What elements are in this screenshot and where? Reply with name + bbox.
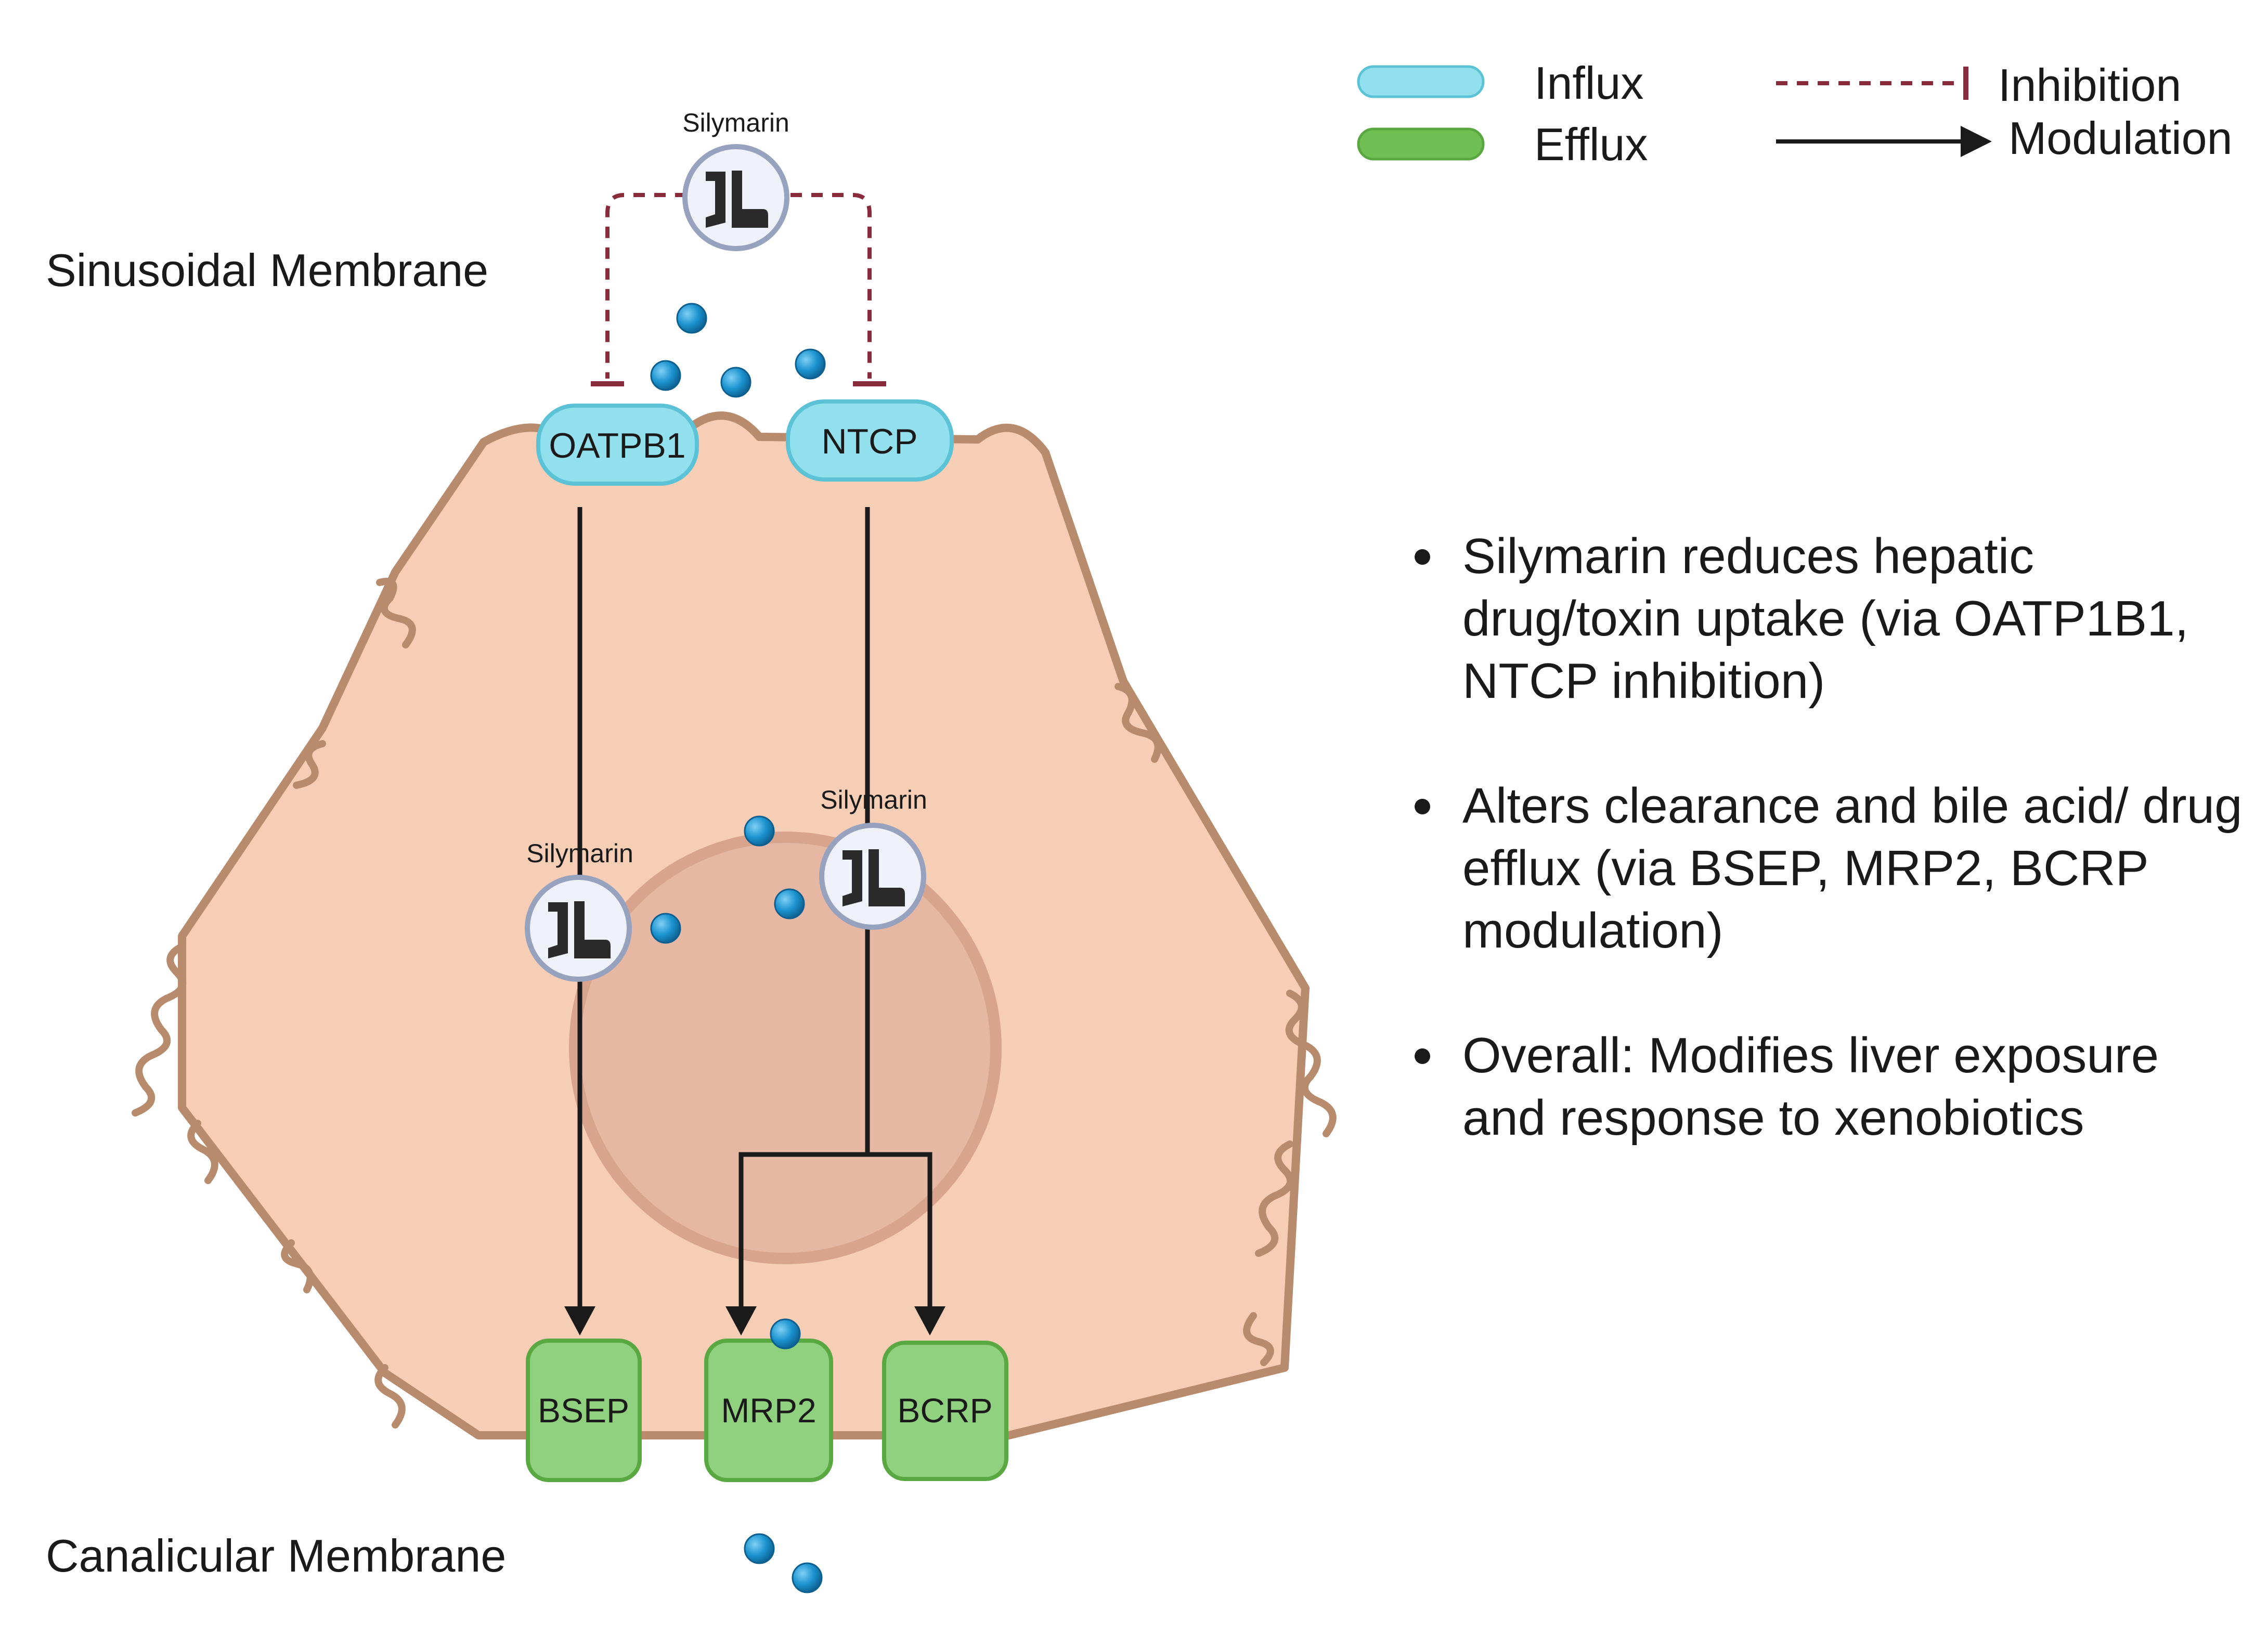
efflux-transporters: BSEP MRP2 BCRP bbox=[526, 1339, 1008, 1482]
drug-molecule-icon bbox=[795, 348, 826, 380]
bullet-text: Overall: Modifies liver exposure and res… bbox=[1462, 1028, 2159, 1146]
drug-molecule-icon bbox=[774, 888, 805, 919]
bullet-item: Overall: Modifies liver exposure and res… bbox=[1404, 1024, 2247, 1149]
bcrp-label: BCRP bbox=[897, 1391, 992, 1430]
silymarin-right-label: Silymarin bbox=[820, 785, 927, 814]
drug-molecule-icon bbox=[744, 815, 775, 847]
drug-molecule-icon bbox=[676, 303, 707, 334]
oatpb1-transporter bbox=[536, 404, 699, 486]
drug-molecule-icon bbox=[792, 1562, 823, 1593]
mrp2-transporter bbox=[704, 1339, 833, 1482]
ntcp-label: NTCP bbox=[821, 422, 917, 461]
silymarin-left-label: Silymarin bbox=[526, 839, 633, 868]
bullet-item: Alters clearance and bile acid/ drug eff… bbox=[1404, 775, 2247, 962]
bullet-text: Silymarin reduces hepatic drug/toxin upt… bbox=[1462, 528, 2189, 709]
drug-molecule-icon bbox=[770, 1318, 801, 1349]
bullet-dot bbox=[1415, 549, 1430, 565]
influx-transporters: OATPB1 NTCP bbox=[536, 399, 954, 486]
inhibition-lines bbox=[605, 193, 872, 379]
efflux-swatch bbox=[1357, 127, 1485, 161]
bullet-item: Silymarin reduces hepatic drug/toxin upt… bbox=[1404, 525, 2247, 712]
ntcp-transporter bbox=[786, 399, 954, 482]
bullet-text: Alters clearance and bile acid/ drug eff… bbox=[1462, 778, 2243, 958]
silymarin-molecule-icon bbox=[685, 147, 787, 249]
silymarin-top: Silymarin bbox=[682, 108, 789, 249]
canalicular-membrane-label: Canalicular Membrane bbox=[46, 1530, 506, 1581]
bullet-dot bbox=[1415, 1048, 1430, 1064]
bsep-transporter bbox=[526, 1339, 642, 1482]
modulation-legend-label: Modulation bbox=[2008, 112, 2233, 164]
drug-molecules bbox=[650, 303, 826, 1593]
drug-molecule-icon bbox=[650, 360, 681, 391]
silymarin-left: Silymarin bbox=[526, 839, 633, 979]
drug-molecule-icon bbox=[720, 367, 751, 398]
efflux-legend-label: Efflux bbox=[1534, 119, 1648, 170]
arrowhead-bcrp bbox=[914, 1306, 945, 1335]
influx-swatch bbox=[1357, 65, 1485, 98]
silymarin-molecule-icon bbox=[527, 877, 629, 979]
influx-legend-label: Influx bbox=[1534, 57, 1643, 109]
mrp2-label: MRP2 bbox=[721, 1391, 816, 1430]
legend: Influx Efflux Inhibition Modulation bbox=[1357, 57, 2233, 170]
silymarin-right: Silymarin bbox=[820, 785, 927, 927]
bcrp-transporter bbox=[882, 1341, 1008, 1481]
silymarin-molecule-icon bbox=[822, 825, 924, 927]
summary-bullets: Silymarin reduces hepatic drug/toxin upt… bbox=[1404, 525, 2247, 1212]
arrowhead-bsep bbox=[564, 1306, 595, 1335]
inhibition-line-oatpb1 bbox=[605, 193, 686, 379]
bullet-dot bbox=[1415, 799, 1430, 814]
drug-molecule-icon bbox=[650, 913, 681, 944]
arrowhead-mrp2 bbox=[725, 1306, 757, 1335]
branch-mrp2-bcrp bbox=[738, 1152, 932, 1310]
sinusoidal-membrane-label: Sinusoidal Membrane bbox=[46, 244, 488, 296]
bsep-label: BSEP bbox=[538, 1391, 629, 1430]
drug-molecule-icon bbox=[744, 1533, 775, 1564]
modulation-legend-arrowhead bbox=[1961, 126, 1992, 157]
silymarin-top-label: Silymarin bbox=[682, 108, 789, 137]
hepatocyte bbox=[132, 411, 1337, 1439]
inhibition-legend-label: Inhibition bbox=[1998, 59, 2181, 111]
oatpb1-label: OATPB1 bbox=[549, 426, 685, 465]
inhibition-line-ntcp bbox=[790, 193, 872, 379]
